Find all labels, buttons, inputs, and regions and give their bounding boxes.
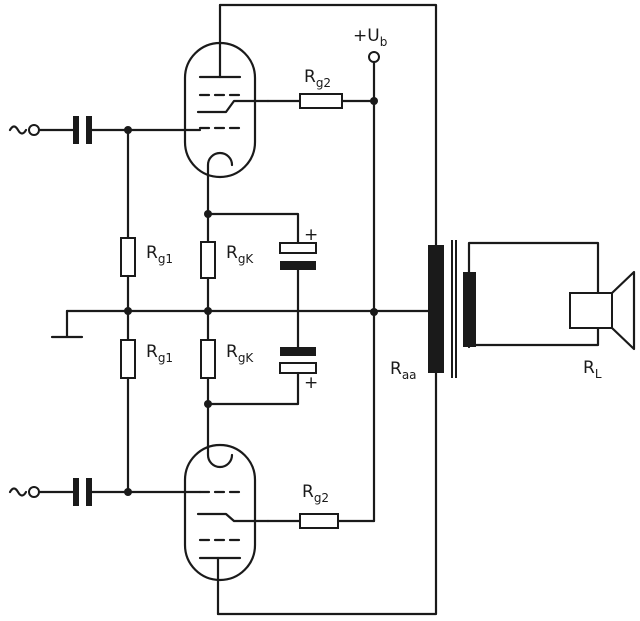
bypass-capacitor-bottom-negative-plate — [280, 347, 316, 356]
coupling-capacitor-bottom-plate-b — [86, 478, 92, 506]
bypass-capacitor-top-negative-plate — [280, 261, 316, 270]
junction — [124, 307, 132, 315]
rg1-bottom-resistor — [120, 339, 136, 379]
junction — [204, 307, 212, 315]
rg1-top-resistor — [120, 237, 136, 277]
supply-label: +Ub — [353, 26, 387, 49]
anode-wiring — [216, 3, 438, 616]
bypass-cap-bottom-wire — [206, 371, 300, 406]
rg2-bottom-resistor — [299, 513, 339, 529]
junction — [204, 400, 212, 408]
coupling-capacitor-bottom-plate-a — [73, 478, 79, 506]
rg2-top-resistor — [299, 93, 343, 109]
raa-label: Raa — [390, 359, 417, 382]
rgk-bottom-resistor — [200, 339, 216, 379]
loudspeaker-magnet — [569, 292, 613, 329]
input-terminal-bottom — [28, 486, 40, 498]
rgk-bottom-label: RgK — [226, 342, 254, 365]
rg1-top-label: Rg1 — [146, 243, 173, 266]
top-tube — [183, 3, 270, 179]
junction — [124, 488, 132, 496]
bypass-capacitor-bottom-positive-plate — [279, 362, 317, 374]
input-terminal-top — [28, 124, 40, 136]
bottom-tube — [183, 443, 270, 616]
rgk-top-resistor — [200, 241, 216, 279]
bypass-capacitor-top-positive-plate — [279, 242, 317, 254]
top-tube-envelope — [183, 41, 257, 179]
rg2-top-label: Rg2 — [304, 67, 331, 90]
rg2-bottom-label: Rg2 — [302, 482, 329, 505]
top-anode-wire — [218, 3, 438, 247]
rg1-bottom-label: Rg1 — [146, 342, 173, 365]
cathode-network-bottom — [200, 307, 317, 447]
cathode-network-top — [200, 174, 317, 313]
bottom-tube-screen-grid — [196, 512, 270, 523]
rl-label: RL — [583, 358, 602, 381]
secondary-top-wire — [467, 241, 600, 295]
output-transformer — [428, 240, 476, 378]
junction — [124, 126, 132, 134]
top-tube-cathode — [206, 151, 234, 178]
transformer-primary-winding — [428, 245, 444, 373]
junction — [204, 210, 212, 218]
junction — [370, 97, 378, 105]
rgk-top-label: RgK — [226, 243, 254, 266]
bottom-tube-cathode — [206, 443, 234, 469]
coupling-capacitor-top-plate-b — [86, 116, 92, 144]
capacitor-top-plus-label: + — [304, 225, 318, 245]
coupling-capacitor-top-plate-a — [73, 116, 79, 144]
input-circuit-top — [28, 116, 202, 313]
input-circuit-bottom — [28, 307, 202, 506]
supply-terminal — [368, 51, 380, 63]
bottom-anode-wire — [216, 371, 438, 616]
top-tube-screen-grid — [196, 99, 270, 114]
ac-source-bottom-icon — [8, 487, 28, 497]
bottom-tube-envelope — [183, 443, 257, 582]
bypass-cap-top-wire — [206, 212, 300, 245]
transformer-secondary-winding — [463, 272, 476, 347]
loudspeaker-cone — [610, 270, 636, 351]
secondary-bottom-wire — [467, 326, 600, 349]
ac-source-top-icon — [8, 125, 28, 135]
capacitor-bottom-plus-label: + — [304, 373, 318, 393]
supply-network — [266, 51, 380, 529]
load-circuit — [467, 241, 636, 351]
